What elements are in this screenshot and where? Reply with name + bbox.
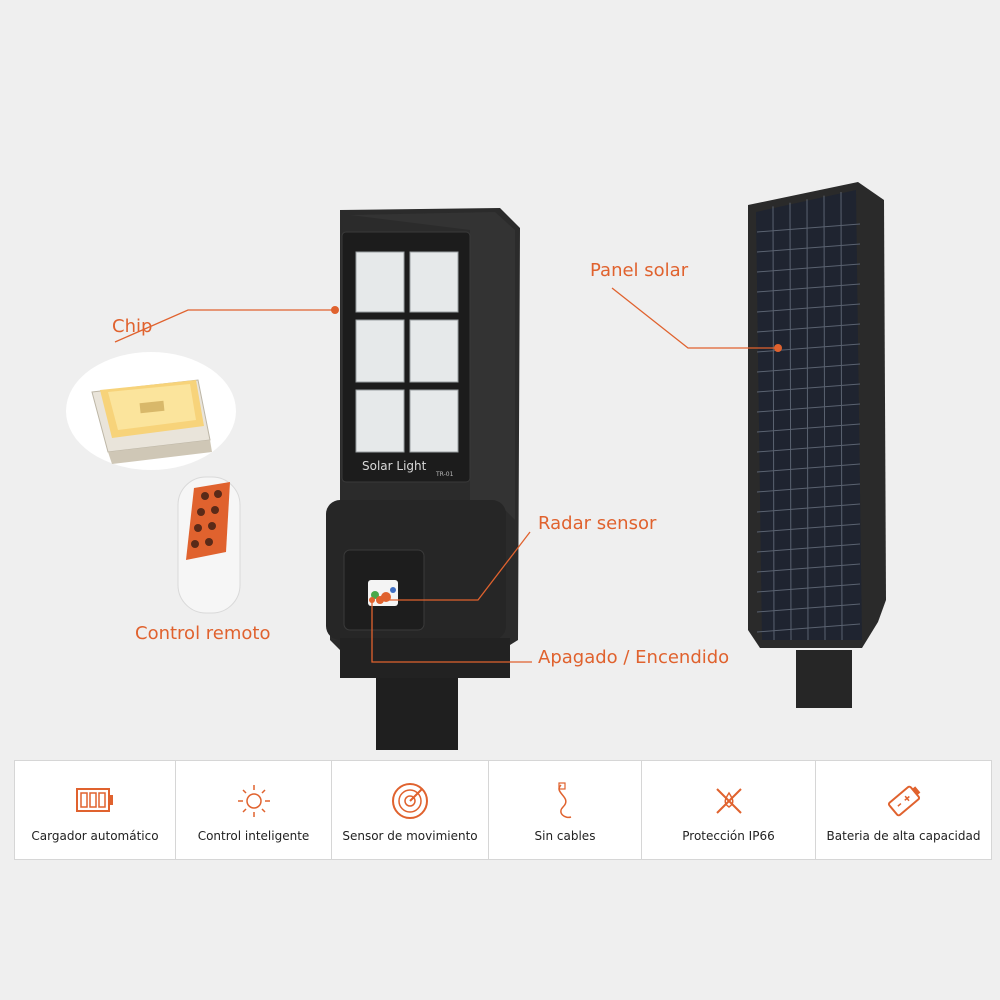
callout-remote: Control remoto <box>135 623 271 644</box>
solar-cell-line <box>756 603 861 613</box>
feature-label: Cargador automático <box>31 829 159 843</box>
solar-cell-line <box>756 583 861 593</box>
callout-panel: Panel solar <box>590 260 689 281</box>
solar-cell-line <box>756 503 861 513</box>
solar-cell-line <box>756 323 861 333</box>
radar-icon <box>392 783 428 819</box>
feature-smart-control: Control inteligente <box>176 761 332 859</box>
solar-cell-line <box>756 423 861 433</box>
feature-label: Bateria de alta capacidad <box>826 829 981 843</box>
solar-cell-line <box>756 223 861 233</box>
solar-cell-line <box>756 563 861 573</box>
callout-power: Apagado / Encendido <box>538 647 730 668</box>
ip66-shield-icon <box>715 788 742 814</box>
feature-auto-charger: Cargador automático <box>15 761 176 859</box>
remote-control-image <box>177 476 241 614</box>
battery-icon <box>887 785 920 817</box>
solar-cell-line <box>756 463 861 473</box>
solar-cell-line <box>772 206 775 641</box>
solar-cell-line <box>756 263 861 273</box>
solar-cell-line <box>756 283 861 293</box>
feature-ip66: Protección IP66 <box>642 761 816 859</box>
led-chip-image <box>91 379 212 464</box>
lamp-front-image <box>326 208 520 750</box>
solar-cell-line <box>806 199 809 641</box>
solar-cell-line <box>756 363 861 373</box>
solar-cell-line <box>823 195 826 641</box>
product-drawing: Solar Light TR-01 <box>91 182 886 750</box>
solar-cell-line <box>756 243 861 253</box>
lamp-brand-text: Solar Light <box>362 459 427 473</box>
solar-cell-line <box>756 523 861 533</box>
solar-cell-line <box>756 443 861 453</box>
solar-cell-line <box>756 303 861 313</box>
callout-radar: Radar sensor <box>538 513 657 534</box>
solar-cell-line <box>756 483 861 493</box>
feature-motion-sensor: Sensor de movimiento <box>332 761 489 859</box>
product-illustration: Solar Light TR-01 Chip Control remoto Pa… <box>66 182 886 750</box>
feature-high-capacity-battery: Bateria de alta capacidad <box>816 761 991 859</box>
cable-icon <box>558 782 572 819</box>
feature-label: Sin cables <box>534 829 596 843</box>
feature-label: Protección IP66 <box>682 829 775 843</box>
solar-cell-line <box>756 543 861 553</box>
solar-cell-line <box>756 403 861 413</box>
callout-chip: Chip <box>112 316 153 337</box>
sun-icon <box>237 785 270 817</box>
lamp-model-text: TR-01 <box>435 471 454 478</box>
features-bar: Cargador automático Control inteligente … <box>14 760 992 860</box>
solar-cell-line <box>789 202 792 641</box>
solar-cell-line <box>756 343 861 353</box>
feature-label: Control inteligente <box>197 829 310 843</box>
solar-cell-line <box>756 383 861 393</box>
feature-label: Sensor de movimiento <box>342 829 478 843</box>
solar-panel-image <box>748 182 886 708</box>
callout-dots <box>331 306 782 604</box>
callout-lines <box>114 287 778 663</box>
solar-cell-line <box>756 623 861 633</box>
battery-charge-icon <box>76 788 113 812</box>
feature-wireless: Sin cables <box>489 761 642 859</box>
